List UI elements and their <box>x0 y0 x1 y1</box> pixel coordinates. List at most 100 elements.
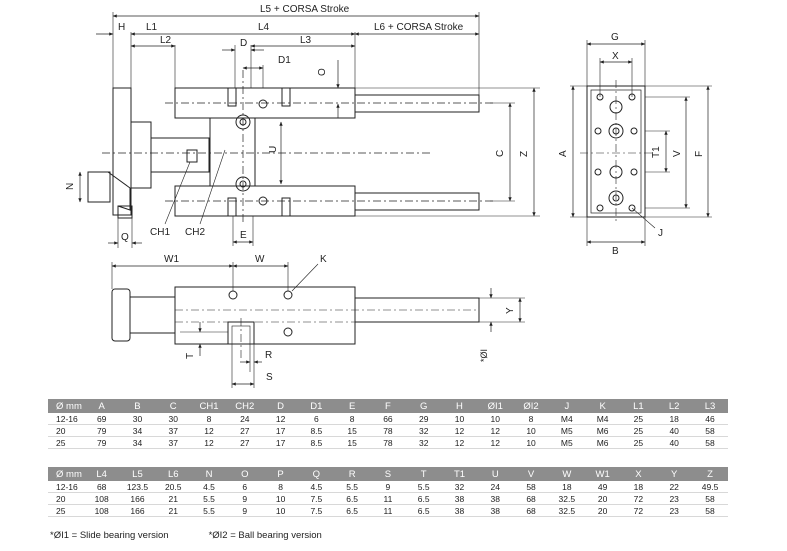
label-l1: L1 <box>146 22 158 33</box>
column-header: U <box>477 467 514 481</box>
table-cell: 66 <box>370 413 406 425</box>
table-cell: 9 <box>226 492 263 505</box>
table-cell: 12 <box>477 424 514 437</box>
table-cell: 17 <box>262 436 299 449</box>
column-header: H <box>441 399 478 413</box>
label-f: F <box>694 151 705 157</box>
column-header: ØI1 <box>477 399 514 413</box>
table-cell: 9 <box>226 504 263 517</box>
column-header: L3 <box>692 399 728 413</box>
table-cell: 6.5 <box>405 504 442 517</box>
table-cell: 8.5 <box>298 436 335 449</box>
label-t1: T1 <box>651 146 662 158</box>
table-cell: 79 <box>83 424 120 437</box>
table-cell: 10 <box>477 413 514 425</box>
note-ball-bearing: *ØI2 = Ball bearing version <box>208 530 322 541</box>
column-header: D <box>262 399 299 413</box>
table-cell: 22 <box>656 481 693 493</box>
table-cell: 10 <box>513 424 549 437</box>
label-q: Q <box>121 232 129 243</box>
table-cell: 32.5 <box>548 492 585 505</box>
table-cell: 49 <box>584 481 621 493</box>
table-cell: 38 <box>441 504 478 517</box>
table-cell: 38 <box>477 504 514 517</box>
table-cell: 11 <box>370 504 406 517</box>
table-cell: 11 <box>370 492 406 505</box>
table-cell: 24 <box>477 481 514 493</box>
table-cell: 6 <box>298 413 335 425</box>
column-header: Q <box>298 467 335 481</box>
table-cell: 7.5 <box>298 504 335 517</box>
table-cell: 58 <box>692 504 728 517</box>
table-cell: 27 <box>226 424 263 437</box>
label-s: S <box>266 372 273 383</box>
table-cell: 40 <box>656 424 693 437</box>
column-header: A <box>83 399 120 413</box>
column-header: Ø mm <box>48 467 84 481</box>
table-cell: 10 <box>441 413 478 425</box>
label-a: A <box>558 150 569 157</box>
label-k: K <box>320 254 327 265</box>
label-d: D <box>240 38 247 49</box>
table-cell: 69 <box>83 413 120 425</box>
table-cell: 20 <box>584 492 621 505</box>
table-cell: 58 <box>513 481 549 493</box>
table-cell: 108 <box>83 492 120 505</box>
table-cell: 15 <box>334 436 371 449</box>
front-view <box>78 12 540 248</box>
column-header: L1 <box>620 399 657 413</box>
table-cell: 49.5 <box>692 481 728 493</box>
column-header: D1 <box>298 399 335 413</box>
table-cell: 32 <box>405 436 442 449</box>
column-header: N <box>191 467 227 481</box>
table-cell: 72 <box>620 504 657 517</box>
table-cell: 34 <box>119 424 156 437</box>
table-cell: 20 <box>48 492 84 505</box>
table-cell: 20.5 <box>155 481 192 493</box>
table-cell: 6.5 <box>334 492 371 505</box>
table-cell: 5.5 <box>334 481 371 493</box>
label-w: W <box>255 254 265 265</box>
table-cell: 8 <box>513 413 549 425</box>
column-header: L2 <box>656 399 693 413</box>
column-header: W <box>548 467 585 481</box>
table-cell: 12 <box>441 436 478 449</box>
table-cell: 123.5 <box>119 481 156 493</box>
column-header: B <box>119 399 156 413</box>
table-cell: 9 <box>370 481 406 493</box>
table-cell: 34 <box>119 436 156 449</box>
label-l4: L4 <box>258 22 270 33</box>
table-cell: 4.5 <box>191 481 227 493</box>
column-header: Y <box>656 467 693 481</box>
table-cell: 7.5 <box>298 492 335 505</box>
table-cell: M6 <box>584 424 621 437</box>
dimension-labels: L5 + CORSA Stroke L6 + CORSA Stroke H L1… <box>65 4 705 383</box>
label-n: N <box>65 183 76 190</box>
table-cell: 58 <box>692 436 728 449</box>
table-cell: 25 <box>48 504 84 517</box>
table-cell: 10 <box>262 504 299 517</box>
table-cell: 68 <box>513 504 549 517</box>
table-cell: 25 <box>620 436 657 449</box>
table-cell: 25 <box>620 424 657 437</box>
table-cell: 6.5 <box>405 492 442 505</box>
table-cell: 8.5 <box>298 424 335 437</box>
label-t: T <box>185 353 196 359</box>
table-cell: 8 <box>262 481 299 493</box>
table-cell: M4 <box>584 413 621 425</box>
table-cell: 6 <box>226 481 263 493</box>
table-cell: 25 <box>48 436 84 449</box>
column-header: L6 <box>155 467 192 481</box>
column-header: G <box>405 399 442 413</box>
table-cell: 30 <box>155 413 192 425</box>
table-cell: 32 <box>405 424 442 437</box>
label-v: V <box>672 150 683 157</box>
table-cell: 20 <box>584 504 621 517</box>
label-e: E <box>240 230 247 241</box>
column-header: V <box>513 467 549 481</box>
